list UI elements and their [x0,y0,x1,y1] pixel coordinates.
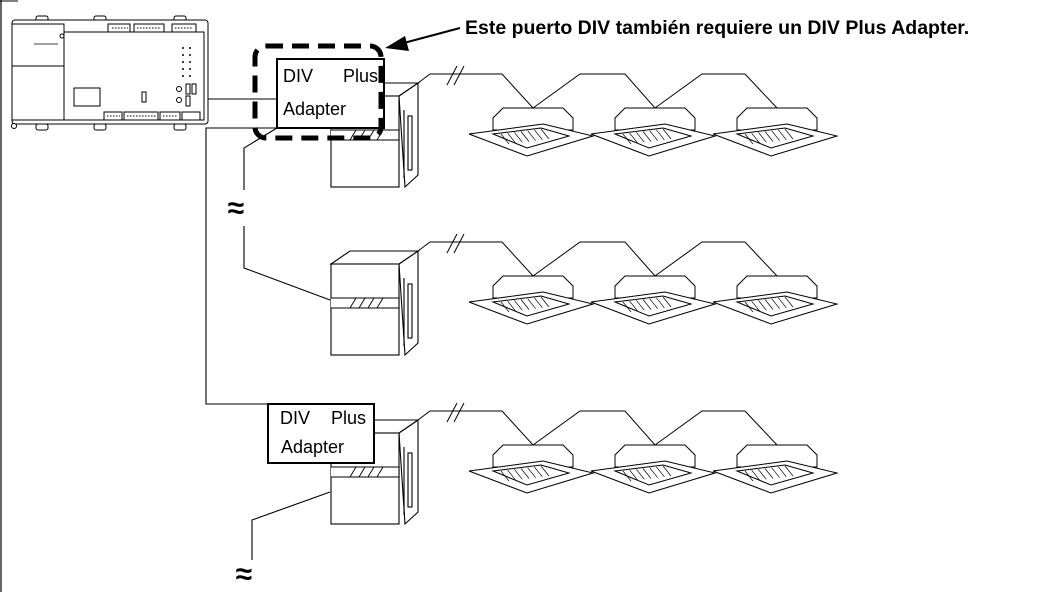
indoor-cassette-unit [590,444,717,494]
indoor-cassette-unit [468,107,595,157]
units-layer [329,65,839,526]
callout-arrow-head [385,36,409,51]
indoor-cassette-unit [468,275,595,325]
callout-text: Este puerto DIV también requiere un DIV … [465,17,969,39]
indoor-cassette-unit [712,107,839,157]
indoor-cassette-unit [712,444,839,494]
callout-arrow-line [399,27,461,45]
adapter-top-line2: Plus [343,66,378,86]
adapter-bottom-line3: Adapter [281,437,344,457]
communication-wiring [205,98,331,560]
adapter-top-line3: Adapter [283,99,346,119]
line-break-symbol-bottom: ≈ [236,558,252,591]
indoor-cassette-unit [712,275,839,325]
div-plus-adapter-top: DIV Plus Adapter [276,58,385,129]
indoor-cassette-unit [590,275,717,325]
adapter-bottom-line2: Plus [331,408,366,428]
controller-display [73,87,101,107]
controller-led-matrix [182,47,191,77]
line-break-symbol-top: ≈ [228,192,244,225]
adapter-top-line1: DIV [283,66,313,86]
refrigerant-piping [417,402,778,446]
controller-top-terminals [107,23,197,33]
outdoor-unit [329,249,420,357]
refrigerant-piping [417,233,778,277]
indoor-cassette-unit [590,107,717,157]
refrigerant-piping [417,65,778,109]
highlight-dashed-frame [252,43,384,141]
controller-device [11,15,209,131]
controller-ports [176,83,197,107]
indoor-cassette-unit [468,444,595,494]
controller-bottom-terminals [103,111,201,121]
controller-left-module [11,23,65,121]
adapter-bottom-line1: DIV [280,408,310,428]
callout: Este puerto DIV también requiere un DIV … [385,17,969,51]
div-plus-adapter-bottom: DIV Plus Adapter [267,403,375,464]
